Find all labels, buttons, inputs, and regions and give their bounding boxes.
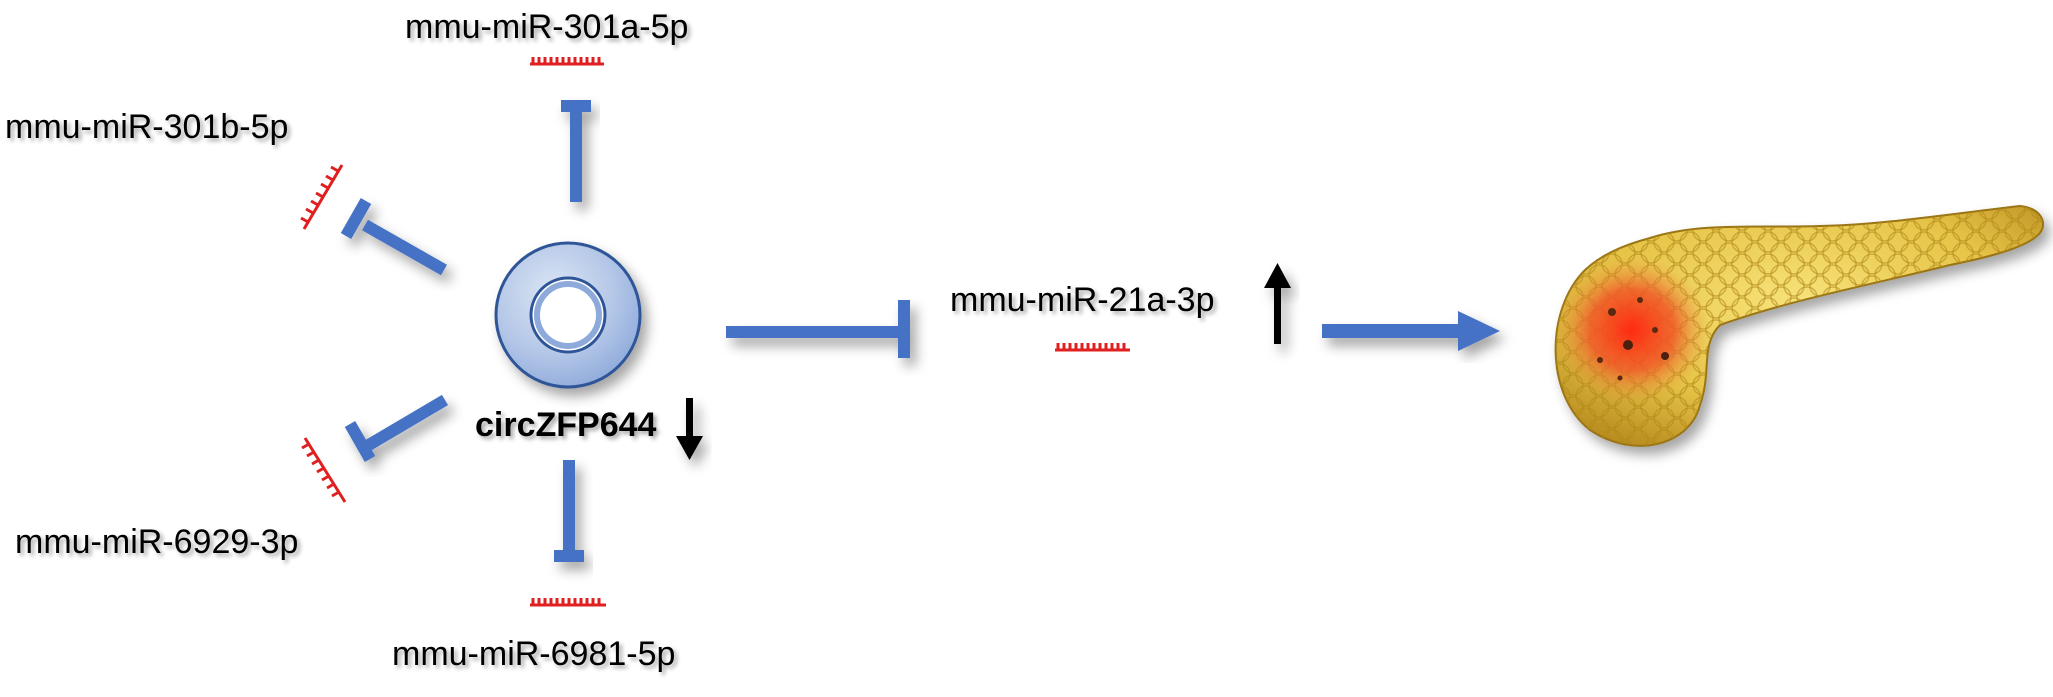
target-mirna-label: mmu-miR-21a-3p — [950, 281, 1215, 319]
arrow-down-icon — [676, 398, 703, 460]
inhibition-301a — [561, 100, 591, 202]
inhibition-6929 — [344, 394, 449, 462]
arrow-up-icon — [1264, 263, 1291, 344]
mirna-strand-301a — [530, 57, 604, 66]
inhibition-21a — [726, 300, 910, 358]
inhibition-6981 — [554, 460, 584, 562]
mirna-strand-6981 — [530, 598, 606, 607]
circrna-label: circZFP644 — [475, 406, 657, 444]
mirna-label-6929: mmu-miR-6929-3p — [15, 523, 299, 561]
mirna-label-6981: mmu-miR-6981-5p — [392, 635, 676, 673]
mirna-strand-21a — [1055, 343, 1130, 352]
mirna-label-301b: mmu-miR-301b-5p — [5, 108, 289, 146]
mirna-strand-301b — [300, 164, 344, 230]
promote-arrow — [1322, 311, 1500, 351]
circrna-ring-icon — [494, 241, 642, 389]
mirna-label-301a: mmu-miR-301a-5p — [405, 8, 689, 46]
mirna-strand-6929 — [301, 437, 347, 503]
inhibition-301b — [340, 198, 447, 276]
pancreas-icon — [1554, 204, 2045, 447]
